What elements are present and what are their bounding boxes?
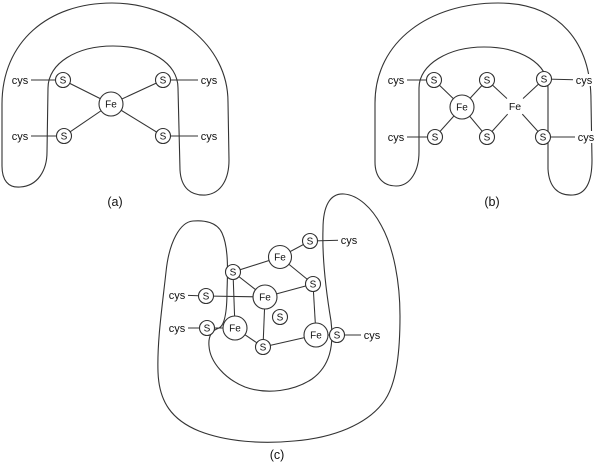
- cys-label-mask: [166, 322, 188, 334]
- cys-label: cys: [169, 323, 186, 335]
- cys-label: cys: [388, 75, 405, 87]
- s-atom-circle: [478, 71, 496, 89]
- s-atom-label: S: [307, 237, 314, 248]
- s-atom-circle: [426, 128, 444, 146]
- cys-label: cys: [576, 75, 593, 87]
- s-atom-circle: [328, 326, 346, 344]
- s-atom-label: S: [160, 132, 167, 143]
- fe-text-mask: [504, 95, 526, 117]
- s-atom-label: S: [260, 343, 267, 354]
- s-atom-label: S: [160, 76, 167, 87]
- fe-atom-circle: [252, 284, 278, 310]
- fe-atom-circle: [222, 315, 248, 341]
- s-atom-label: S: [61, 132, 68, 143]
- protein-outline-b: [374, 2, 593, 196]
- cys-label: cys: [12, 131, 29, 143]
- s-atom-label: S: [277, 313, 284, 324]
- s-atom-label: S: [484, 76, 491, 87]
- fe-atom-label: Fe: [229, 324, 241, 335]
- s-atom-circle: [55, 127, 73, 145]
- cys-label: cys: [388, 132, 405, 144]
- fe-atom-label: Fe: [259, 293, 271, 304]
- s-atom-label: S: [541, 75, 548, 86]
- cys-label: cys: [578, 132, 595, 144]
- s-atom-circle: [425, 71, 443, 89]
- caption-c: (c): [270, 448, 285, 462]
- s-atom-label: S: [230, 268, 237, 279]
- caption-b: (b): [484, 195, 499, 209]
- cys-label-mask: [166, 289, 188, 301]
- cys-label-mask: [385, 74, 407, 86]
- cys-label: cys: [341, 235, 358, 247]
- cys-label-mask: [573, 74, 595, 86]
- cys-label-mask: [361, 329, 383, 341]
- fe-atom-label: Fe: [310, 331, 322, 342]
- fe-atom-label: Fe: [274, 253, 286, 264]
- cys-label: cys: [201, 75, 218, 87]
- s-atom-label: S: [60, 76, 67, 87]
- cys-label-mask: [385, 131, 407, 143]
- cys-label: cys: [201, 131, 218, 143]
- fe-atom-circle: [98, 91, 124, 117]
- cys-label-mask: [198, 74, 220, 86]
- cys-label-mask: [198, 130, 220, 142]
- fe-atom-circle: [303, 322, 329, 348]
- s-atom-circle: [271, 308, 289, 326]
- protein-outline-a: [1, 2, 230, 196]
- cys-label: cys: [364, 330, 381, 342]
- s-atom-label: S: [484, 133, 491, 144]
- s-atom-circle: [478, 128, 496, 146]
- s-atom-circle: [154, 71, 172, 89]
- s-atom-circle: [197, 287, 215, 305]
- s-atom-circle: [54, 71, 72, 89]
- fe-atom-label: Fe: [105, 100, 117, 111]
- s-atom-label: S: [431, 76, 438, 87]
- s-atom-label: S: [432, 133, 439, 144]
- cys-label-mask: [9, 74, 31, 86]
- s-atom-label: S: [203, 292, 210, 303]
- fe-atom-circle: [449, 94, 475, 120]
- s-atom-label: S: [540, 133, 547, 144]
- s-atom-circle: [154, 127, 172, 145]
- cys-label-mask: [575, 131, 597, 143]
- s-atom-circle: [254, 338, 272, 356]
- s-atom-circle: [535, 70, 553, 88]
- s-atom-circle: [224, 263, 242, 281]
- s-atom-circle: [301, 232, 319, 250]
- cys-label: cys: [12, 75, 29, 87]
- s-atom-label: S: [204, 324, 211, 335]
- fe-atom-label-plain: Fe: [509, 101, 521, 113]
- cys-label: cys: [169, 290, 186, 302]
- fe-atom-circle: [267, 244, 293, 270]
- cys-label-mask: [338, 234, 360, 246]
- s-atom-circle: [304, 275, 322, 293]
- s-atom-label: S: [310, 280, 317, 291]
- s-atom-circle: [198, 319, 216, 337]
- caption-a: (a): [107, 195, 122, 209]
- s-atom-circle: [534, 128, 552, 146]
- cys-label-mask: [9, 130, 31, 142]
- s-atom-label: S: [334, 331, 341, 342]
- fe-atom-label: Fe: [456, 103, 468, 114]
